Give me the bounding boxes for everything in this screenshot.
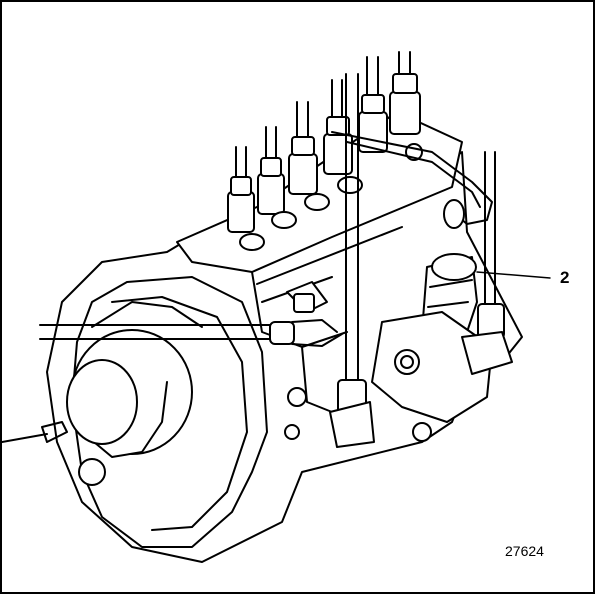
callout-label-2: 2 bbox=[560, 268, 570, 287]
governor-flange-detail bbox=[91, 301, 203, 328]
callout-leader bbox=[476, 271, 551, 279]
governor-cap-face bbox=[66, 359, 138, 445]
banjo-bolt bbox=[293, 293, 315, 313]
governor-inner-rim bbox=[111, 296, 248, 531]
vertical-fuel-pipe bbox=[345, 73, 359, 383]
return-line-banjo bbox=[443, 199, 465, 229]
right-vertical-pipe bbox=[484, 151, 496, 308]
delivery-valve-row bbox=[227, 73, 421, 233]
fuel-line-bend bbox=[291, 319, 343, 347]
lift-pump-outlet bbox=[461, 331, 513, 375]
bolt-governor-lower bbox=[78, 458, 106, 486]
bolt-housing-right bbox=[412, 422, 432, 442]
return-line bbox=[331, 131, 493, 225]
hold-down-nuts bbox=[239, 176, 363, 251]
pipe-lower-elbow bbox=[329, 401, 375, 448]
bolt-housing-mid bbox=[287, 387, 307, 407]
lift-pump-port-inner bbox=[400, 355, 414, 369]
figure-number: 27624 bbox=[505, 543, 544, 559]
injector-lines bbox=[235, 51, 411, 178]
overflow-valve-ribs bbox=[427, 279, 473, 308]
throttle-rod bbox=[2, 421, 68, 443]
overflow-valve-cap bbox=[431, 253, 477, 281]
bolt-housing-lower bbox=[284, 424, 300, 440]
fuel-line-fitting bbox=[269, 321, 295, 345]
